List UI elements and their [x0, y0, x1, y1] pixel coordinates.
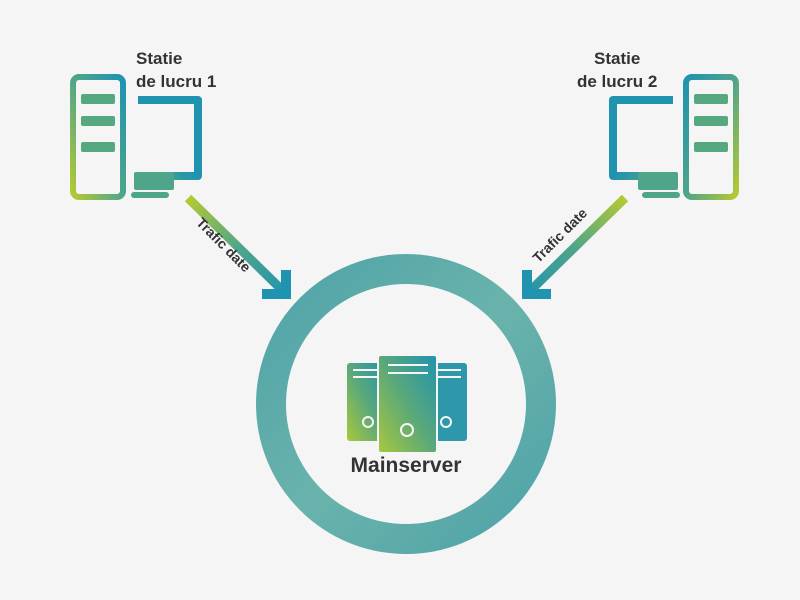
tower-slot: [81, 142, 115, 152]
monitor-base: [131, 192, 169, 198]
server-led: [362, 416, 374, 428]
server-rack-icon: [347, 354, 467, 454]
arrow-head-icon: [522, 270, 551, 299]
tower-slot: [81, 116, 115, 126]
tower-slot: [694, 116, 728, 126]
arrow-head-icon: [262, 270, 291, 299]
tower-slot: [81, 94, 115, 104]
monitor-stand: [134, 172, 174, 190]
arrow-shaft: [527, 194, 629, 294]
workstation-1-label-line2: de lucru 1: [136, 72, 217, 91]
server-ring: [256, 254, 556, 554]
workstation-1-label-line1: Statie: [136, 49, 183, 68]
server-label: Mainserver: [350, 454, 462, 477]
tower-slot: [694, 94, 728, 104]
workstation-icon: [609, 74, 739, 200]
server-led: [440, 416, 452, 428]
workstation-2: [609, 74, 739, 200]
workstation-icon: [70, 74, 202, 200]
arrow-shaft: [184, 194, 286, 294]
workstation-1: [70, 74, 202, 200]
monitor-frame: [138, 96, 202, 180]
data-traffic-arrow-1: [184, 194, 291, 299]
server-unit-center: [377, 354, 438, 454]
tower-case: [683, 74, 739, 200]
monitor-base: [642, 192, 680, 198]
monitor-stand: [638, 172, 678, 190]
tower-case: [70, 74, 126, 200]
workstation-2-label-line2: de lucru 2: [577, 72, 658, 91]
server-led: [400, 423, 414, 437]
monitor-frame: [609, 96, 673, 180]
workstation-2-label: Statie de lucru 2: [577, 47, 657, 93]
workstation-1-label: Statie de lucru 1: [136, 47, 216, 93]
workstation-2-label-line1: Statie: [594, 49, 641, 68]
tower-slot: [694, 142, 728, 152]
data-traffic-arrow-2: [522, 194, 629, 299]
